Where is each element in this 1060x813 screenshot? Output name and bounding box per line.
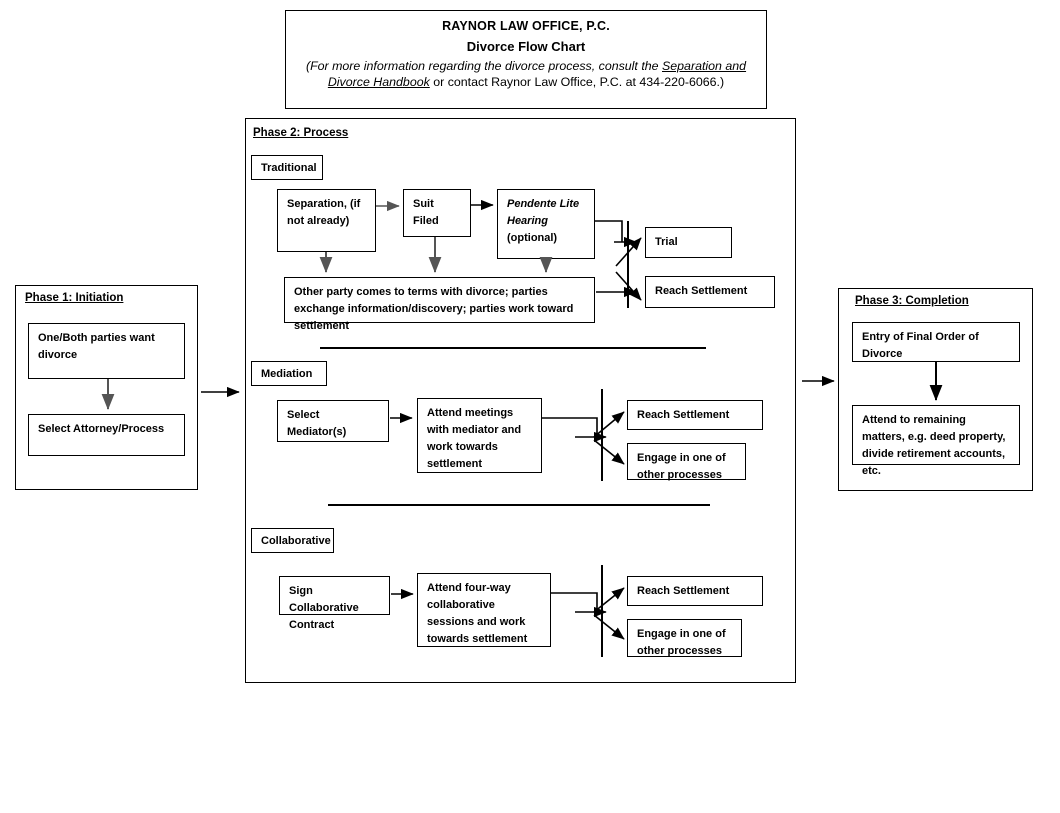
node-suit-filed: Suit Filed	[403, 189, 471, 237]
node-reach-settlement-traditional: Reach Settlement	[645, 276, 775, 308]
header-box: RAYNOR LAW OFFICE, P.C. Divorce Flow Cha…	[285, 10, 767, 109]
pendente-lite-italic-text: Pendente Lite Hearing	[507, 198, 580, 228]
node-select-attorney-process: Select Attorney/Process	[28, 414, 185, 456]
phase2-title: Phase 2: Process	[253, 127, 349, 139]
track-separator-2	[328, 504, 710, 506]
node-trial: Trial	[645, 227, 732, 258]
junction-bar-traditional	[627, 221, 629, 308]
node-reach-settlement-mediation: Reach Settlement	[627, 400, 763, 430]
handbook-link-line1: Separation and	[662, 58, 747, 73]
node-engage-other-processes-mediation: Engage in one of other processes	[627, 443, 746, 481]
node-attend-four-way-sessions: Attend four-way collaborative sessions a…	[417, 573, 551, 647]
node-remaining-matters: Attend to remaining matters, e.g. deed p…	[852, 405, 1020, 477]
handbook-link-line2: Divorce Handbook	[327, 75, 430, 90]
node-entry-final-order: Entry of Final Order of Divorce	[852, 322, 1020, 362]
phase1-container	[15, 285, 198, 490]
junction-bar-collaborative	[601, 565, 603, 657]
pendente-lite-optional-text: (optional)	[507, 232, 558, 245]
track-label-traditional: Traditional	[251, 155, 323, 180]
node-reach-settlement-collaborative: Reach Settlement	[627, 576, 763, 606]
node-engage-other-processes-collaborative: Engage in one of other processes	[627, 619, 742, 657]
track-label-collaborative: Collaborative	[251, 528, 334, 553]
header-note-part1: (For more information regarding the divo…	[305, 58, 662, 73]
node-select-mediator: Select Mediator(s)	[277, 400, 389, 442]
node-sign-collaborative-contract: Sign Collaborative Contract	[279, 576, 390, 631]
node-pendente-lite-hearing: Pendente Lite Hearing (optional)	[497, 189, 595, 259]
node-separation: Separation, (if not already)	[277, 189, 376, 252]
node-other-party-comes-to-terms: Other party comes to terms with divorce;…	[284, 277, 595, 332]
node-attend-meetings-mediator: Attend meetings with mediator and work t…	[417, 398, 542, 473]
firm-name: RAYNOR LAW OFFICE, P.C.	[442, 19, 610, 33]
node-one-both-parties-want-divorce: One/Both parties want divorce	[28, 323, 185, 379]
track-separator-1	[320, 347, 706, 349]
page-title: Divorce Flow Chart	[466, 38, 586, 54]
phase1-title: Phase 1: Initiation	[25, 292, 124, 304]
junction-bar-mediation	[601, 389, 603, 481]
track-label-mediation: Mediation	[251, 361, 327, 386]
header-note: (For more information regarding the divo…	[296, 58, 756, 91]
phase3-title: Phase 3: Completion	[855, 295, 969, 307]
header-note-part2: or contact Raynor Law Office, P.C. at 43…	[429, 75, 725, 90]
